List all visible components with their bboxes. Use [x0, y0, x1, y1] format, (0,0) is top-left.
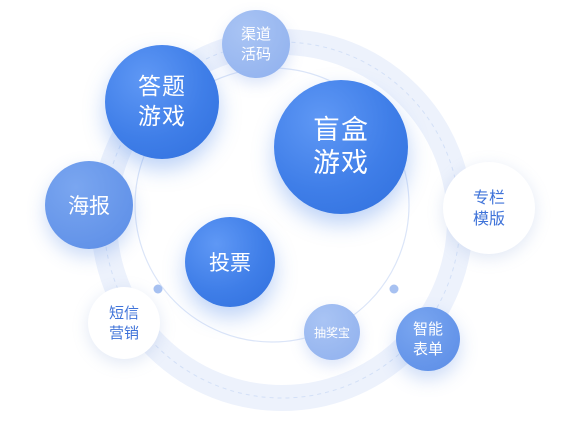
- lottery-bubble[interactable]: 抽奖宝: [304, 304, 360, 360]
- blindbox-game-bubble[interactable]: 盲盒 游戏: [274, 80, 408, 214]
- vote-bubble[interactable]: 投票: [185, 217, 275, 307]
- column-template-bubble[interactable]: 专栏 模版: [443, 162, 535, 254]
- ring-dot-left: [153, 284, 163, 294]
- form-label-line2: 表单: [412, 340, 443, 358]
- poster-label: 海报: [68, 194, 110, 218]
- quiz-label-line1: 答题: [138, 74, 186, 100]
- quiz-label-line2: 游戏: [138, 104, 186, 130]
- blindbox-label-line2: 游戏: [313, 148, 369, 179]
- blindbox-label-line1: 盲盒: [313, 115, 369, 146]
- lottery-label: 抽奖宝: [313, 325, 350, 340]
- channel-label-line2: 活码: [240, 45, 271, 63]
- column-label-line2: 模版: [472, 209, 505, 228]
- sms-marketing-bubble[interactable]: 短信 营销: [88, 287, 160, 359]
- sms-label-line1: 短信: [108, 304, 139, 322]
- channel-label-line1: 渠道: [240, 25, 271, 43]
- ring-dot-right: [389, 284, 399, 294]
- form-label-line1: 智能: [412, 320, 443, 338]
- vote-label: 投票: [209, 251, 251, 275]
- sms-label-line2: 营销: [108, 324, 139, 342]
- poster-bubble[interactable]: 海报: [45, 161, 133, 249]
- column-label-line1: 专栏: [472, 188, 505, 207]
- channel-code-bubble[interactable]: 渠道 活码: [222, 10, 290, 78]
- smart-form-bubble[interactable]: 智能 表单: [396, 307, 460, 371]
- quiz-game-bubble[interactable]: 答题 游戏: [105, 45, 219, 159]
